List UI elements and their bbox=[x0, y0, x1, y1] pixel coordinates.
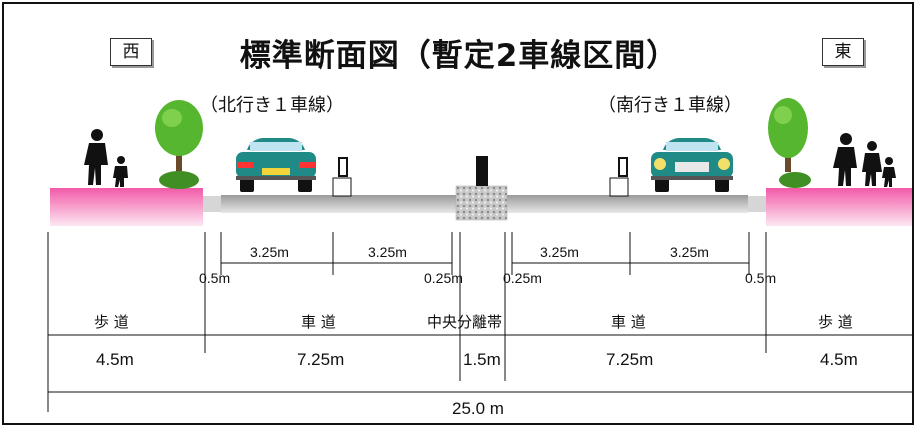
section-width: 7.25m bbox=[606, 350, 654, 369]
lane-label-south: （南行き１車線） bbox=[598, 95, 742, 116]
east-sidewalk bbox=[766, 188, 912, 226]
section-label: 中央分離帯 bbox=[427, 313, 503, 331]
total-width: 25.0 m bbox=[452, 399, 504, 418]
tree-icon bbox=[768, 98, 811, 188]
lane-width-label: 3.25m bbox=[368, 244, 407, 260]
section-label: 車 道 bbox=[611, 313, 646, 331]
lane-width-label: 3.25m bbox=[250, 244, 289, 260]
median-edge-width-label: 0.25m bbox=[424, 270, 463, 286]
lane-label-north: （北行き１車線） bbox=[200, 95, 344, 116]
shoulder-width-label: 0.5m bbox=[745, 270, 777, 286]
east-roadway bbox=[507, 195, 748, 213]
section-width: 1.5m bbox=[463, 350, 501, 369]
median-edge-width-label: 0.25m bbox=[503, 270, 542, 286]
section-label: 歩 道 bbox=[94, 313, 129, 331]
section-width: 4.5m bbox=[820, 350, 858, 369]
sign-post-icon bbox=[332, 157, 352, 197]
section-label: 歩 道 bbox=[818, 313, 853, 331]
car-icon bbox=[651, 138, 733, 192]
diagram-title: 標準断面図（暫定2車線区間） bbox=[239, 38, 679, 74]
figure-frame bbox=[2, 2, 914, 425]
car-icon bbox=[236, 138, 316, 192]
sign-post-icon bbox=[609, 157, 629, 197]
shoulder-width-label: 0.5m bbox=[199, 270, 231, 286]
west-sidewalk bbox=[50, 188, 203, 226]
tree-icon bbox=[155, 100, 203, 189]
dimension-lines bbox=[47, 232, 912, 412]
lane-width-label: 3.25m bbox=[540, 244, 579, 260]
section-width: 4.5m bbox=[96, 350, 134, 369]
median-barrier-icon bbox=[476, 156, 488, 186]
pedestrian-icon bbox=[833, 133, 896, 187]
median-strip bbox=[455, 185, 508, 221]
east-label: 東 bbox=[822, 38, 864, 66]
west-label: 西 bbox=[110, 38, 152, 66]
lane-width-label: 3.25m bbox=[670, 244, 709, 260]
section-width: 7.25m bbox=[297, 350, 345, 369]
section-label: 車 道 bbox=[301, 313, 336, 331]
west-roadway bbox=[221, 195, 456, 213]
pedestrian-icon bbox=[84, 129, 128, 187]
